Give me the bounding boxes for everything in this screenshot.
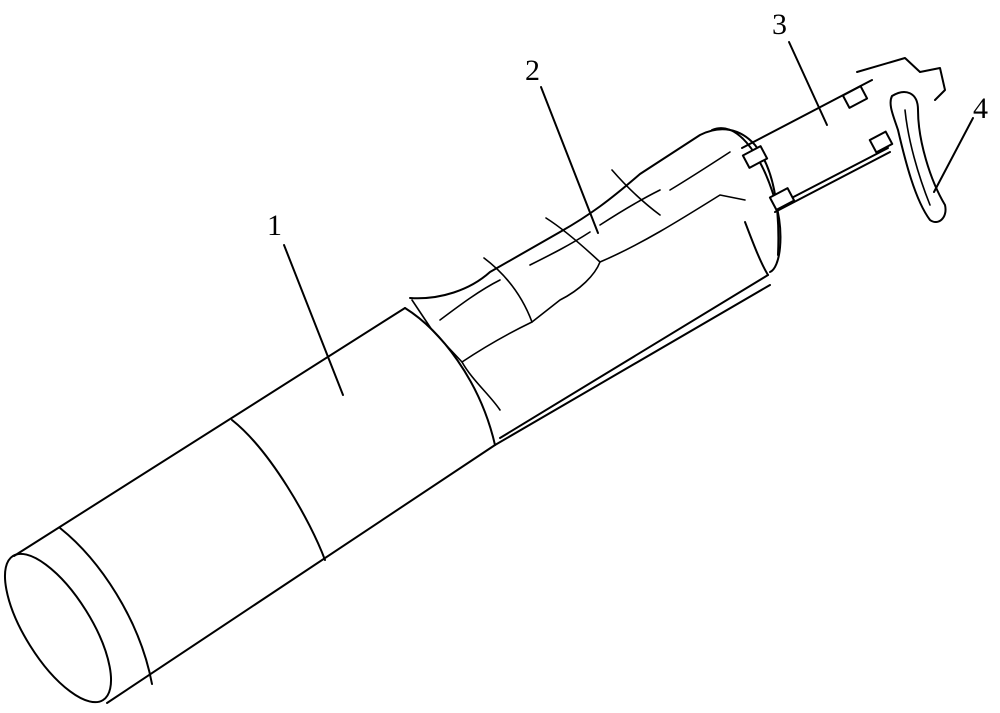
part-4-lever [889, 91, 947, 224]
label-2: 2 [525, 54, 540, 87]
label-4: 4 [973, 92, 988, 125]
part-2-grip [409, 127, 782, 446]
part-1-body [3, 307, 496, 704]
leader-lines [283, 41, 974, 396]
part-3-extension [741, 57, 946, 213]
label-3: 3 [772, 8, 787, 41]
label-1: 1 [267, 209, 282, 242]
